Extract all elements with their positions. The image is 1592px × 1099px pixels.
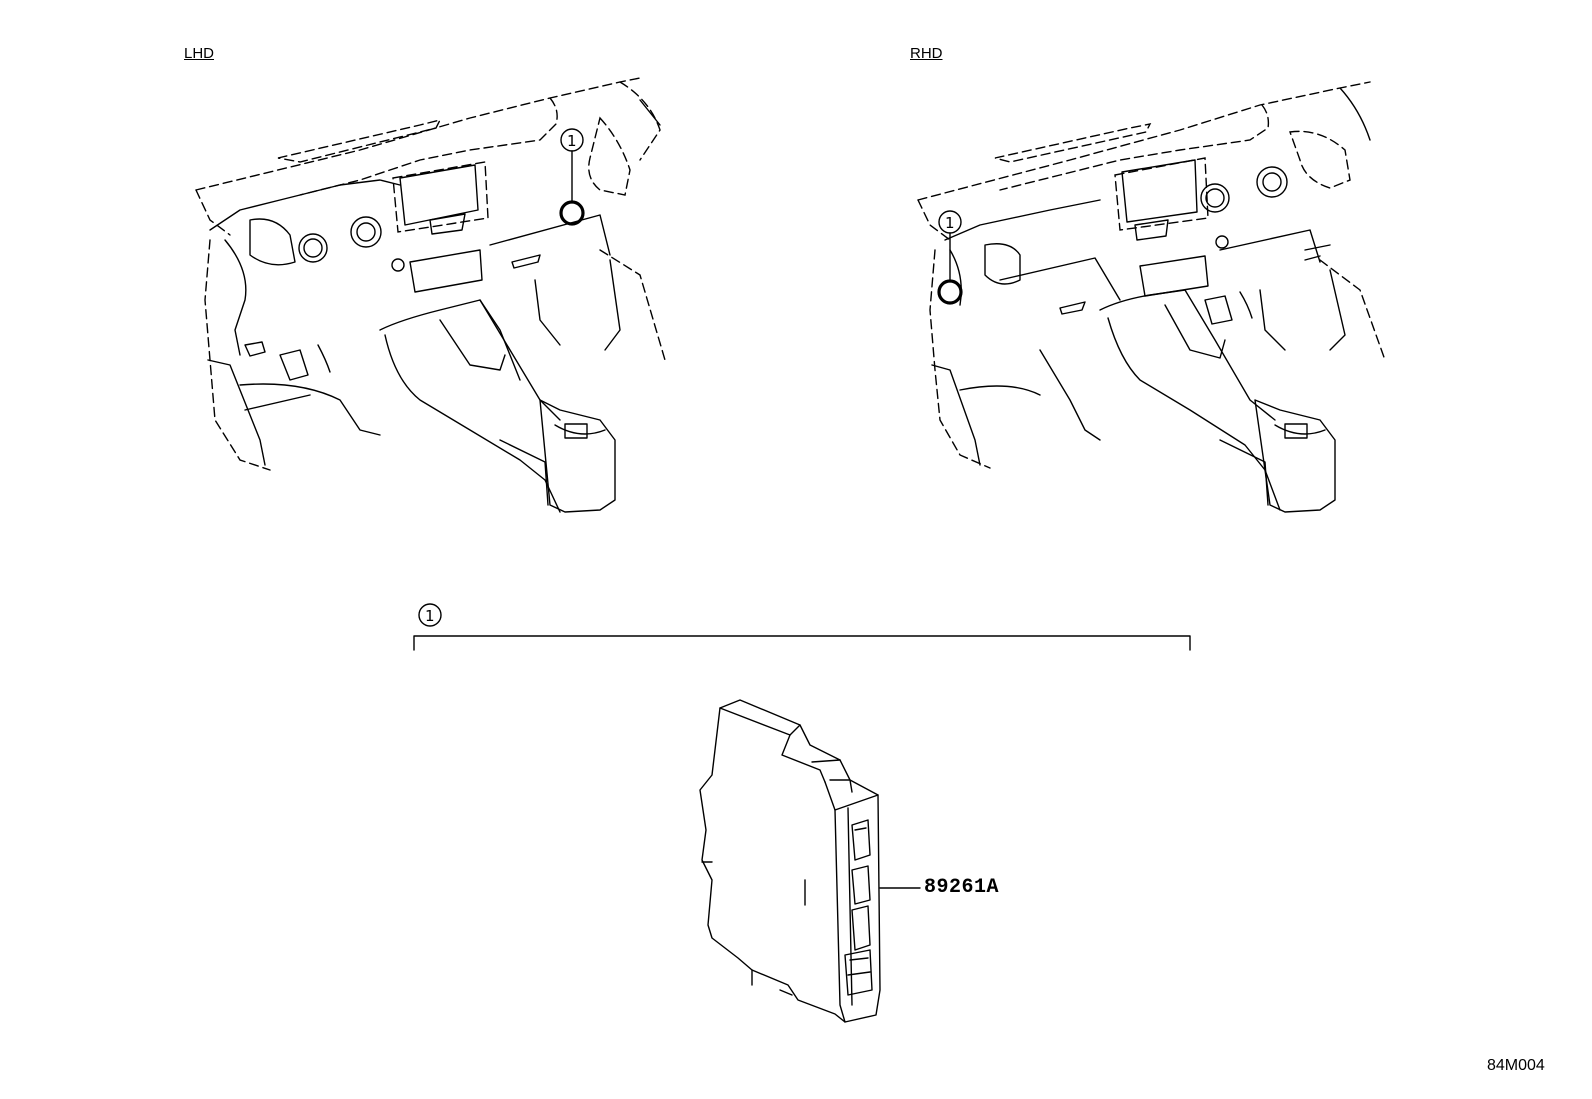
lhd-callout: 1 (559, 128, 585, 226)
bracket-callout-number: 1 (425, 607, 435, 625)
rhd-dashboard-illustration (917, 81, 1386, 513)
part-number-label: 89261A (924, 876, 1000, 899)
part-group-bracket: 1 (413, 603, 1191, 651)
rhd-view-label: RHD (910, 45, 943, 62)
ecu-module-illustration (699, 699, 881, 1023)
drawing-code: 84M004 (1487, 1057, 1545, 1074)
rhd-ecu-location-marker (937, 279, 963, 305)
rhd-callout-number: 1 (945, 214, 955, 232)
rhd-callout: 1 (937, 210, 963, 305)
lhd-dashboard-illustration (195, 77, 666, 513)
lhd-view-label: LHD (184, 45, 215, 62)
lhd-callout-number: 1 (567, 132, 577, 150)
lhd-ecu-location-marker (559, 200, 585, 226)
